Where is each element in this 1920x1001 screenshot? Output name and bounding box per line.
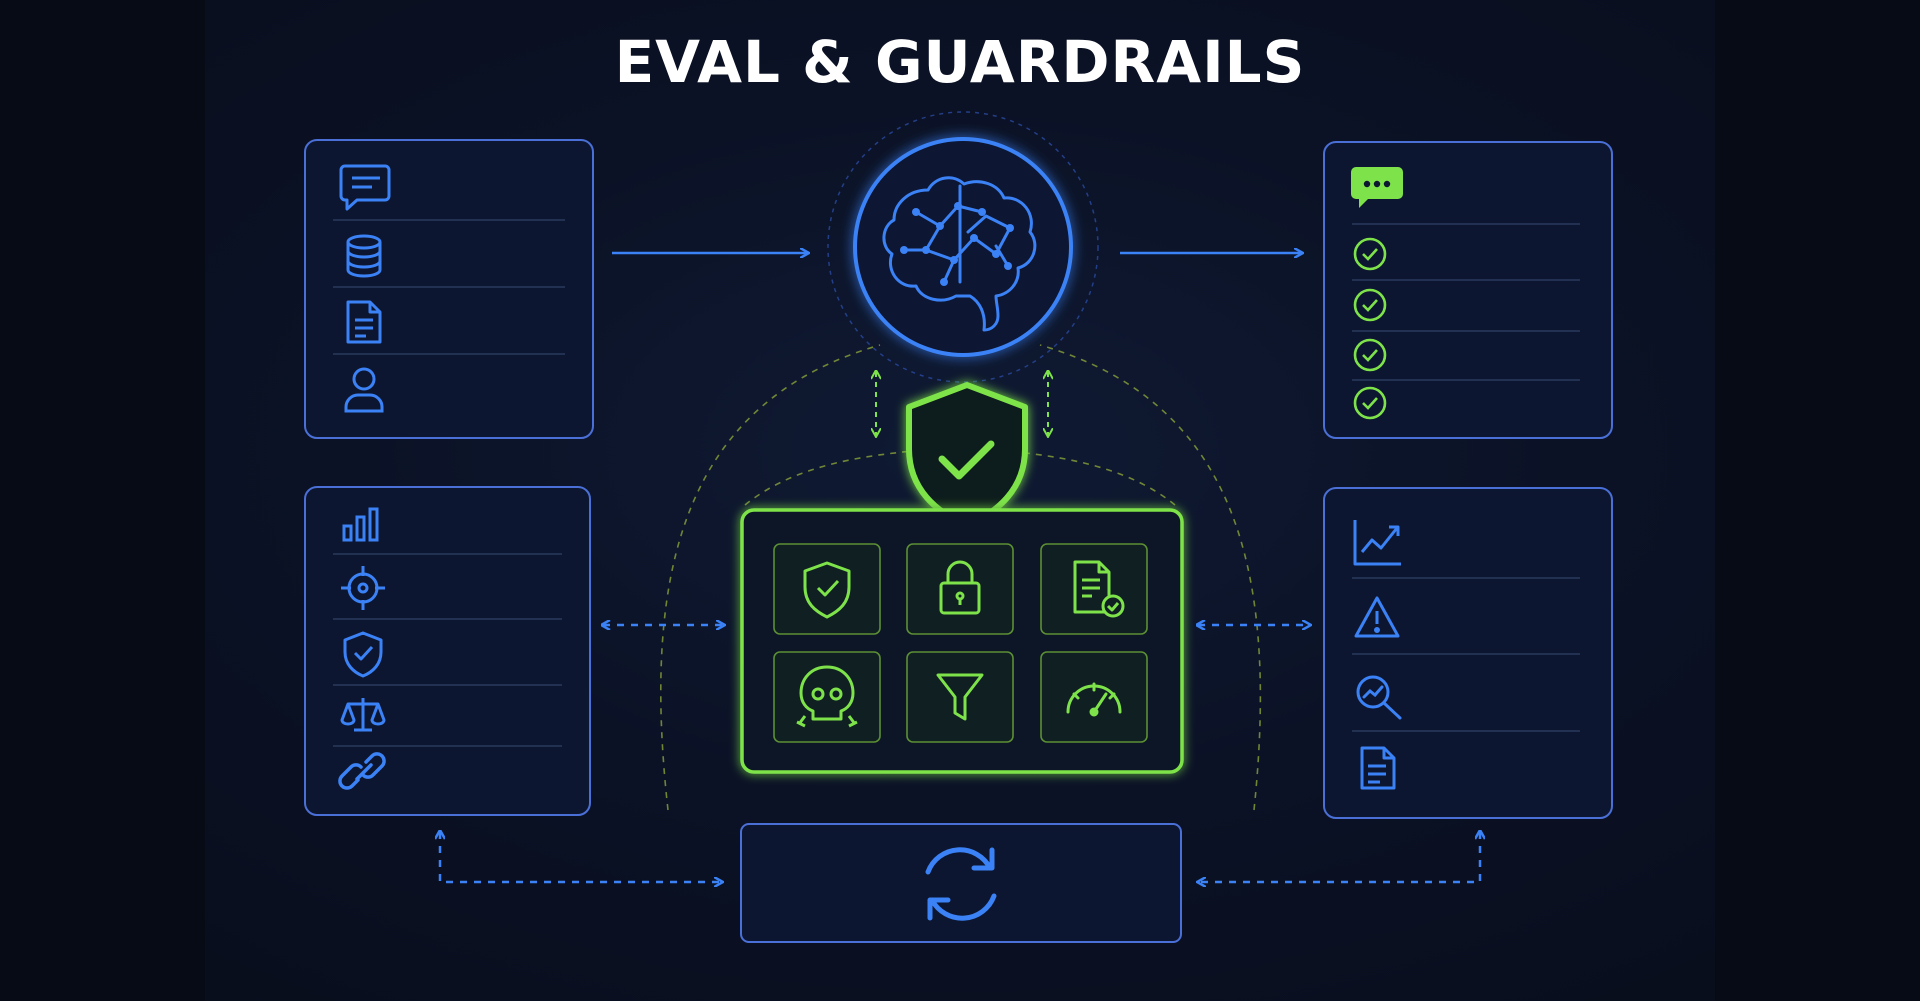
guardrail-shield bbox=[906, 382, 1028, 528]
warning-icon bbox=[1354, 596, 1400, 638]
check-circle-icon bbox=[1353, 338, 1387, 372]
guard-arc-outer bbox=[660, 344, 881, 811]
guard-arc-outer-right bbox=[1039, 344, 1262, 811]
refresh-icon bbox=[925, 847, 997, 921]
arrow-feedback-right bbox=[1198, 832, 1480, 882]
output-panel bbox=[1323, 141, 1613, 439]
shield-check-icon bbox=[906, 382, 1028, 528]
scales-icon bbox=[340, 698, 386, 732]
guardrail-checks-panel bbox=[740, 508, 1184, 774]
check-circle-icon bbox=[1353, 386, 1387, 420]
gauge-icon bbox=[1066, 682, 1122, 717]
shield-check-icon bbox=[803, 561, 851, 619]
database-icon bbox=[346, 234, 382, 278]
skull-icon bbox=[796, 665, 858, 728]
document-check-icon bbox=[1073, 560, 1125, 618]
monitoring-panel bbox=[1323, 487, 1613, 819]
lock-icon bbox=[939, 560, 981, 615]
search-analytics-icon bbox=[1356, 675, 1402, 720]
chat-bubble-icon bbox=[1351, 167, 1403, 208]
filter-icon bbox=[936, 673, 984, 721]
bar-chart-icon bbox=[342, 507, 379, 542]
page-title: EVAL & GUARDRAILS bbox=[614, 28, 1306, 96]
link-icon bbox=[338, 752, 386, 790]
chat-icon bbox=[339, 164, 391, 211]
line-chart-icon bbox=[1353, 520, 1401, 566]
target-icon bbox=[341, 566, 385, 610]
input-panel bbox=[304, 139, 594, 439]
report-icon bbox=[1360, 746, 1396, 790]
model-node bbox=[827, 111, 1099, 383]
check-circle-icon bbox=[1353, 237, 1387, 271]
brain-nodes bbox=[900, 202, 1014, 286]
document-icon bbox=[346, 300, 382, 344]
user-icon bbox=[344, 367, 384, 413]
shield-check-icon bbox=[343, 631, 383, 678]
evaluation-metrics-panel bbox=[304, 486, 591, 816]
feedback-loop-panel bbox=[740, 823, 1182, 943]
guard-arc-inner bbox=[744, 449, 921, 506]
arrow-feedback-left bbox=[440, 832, 722, 882]
check-circle-icon bbox=[1353, 288, 1387, 322]
